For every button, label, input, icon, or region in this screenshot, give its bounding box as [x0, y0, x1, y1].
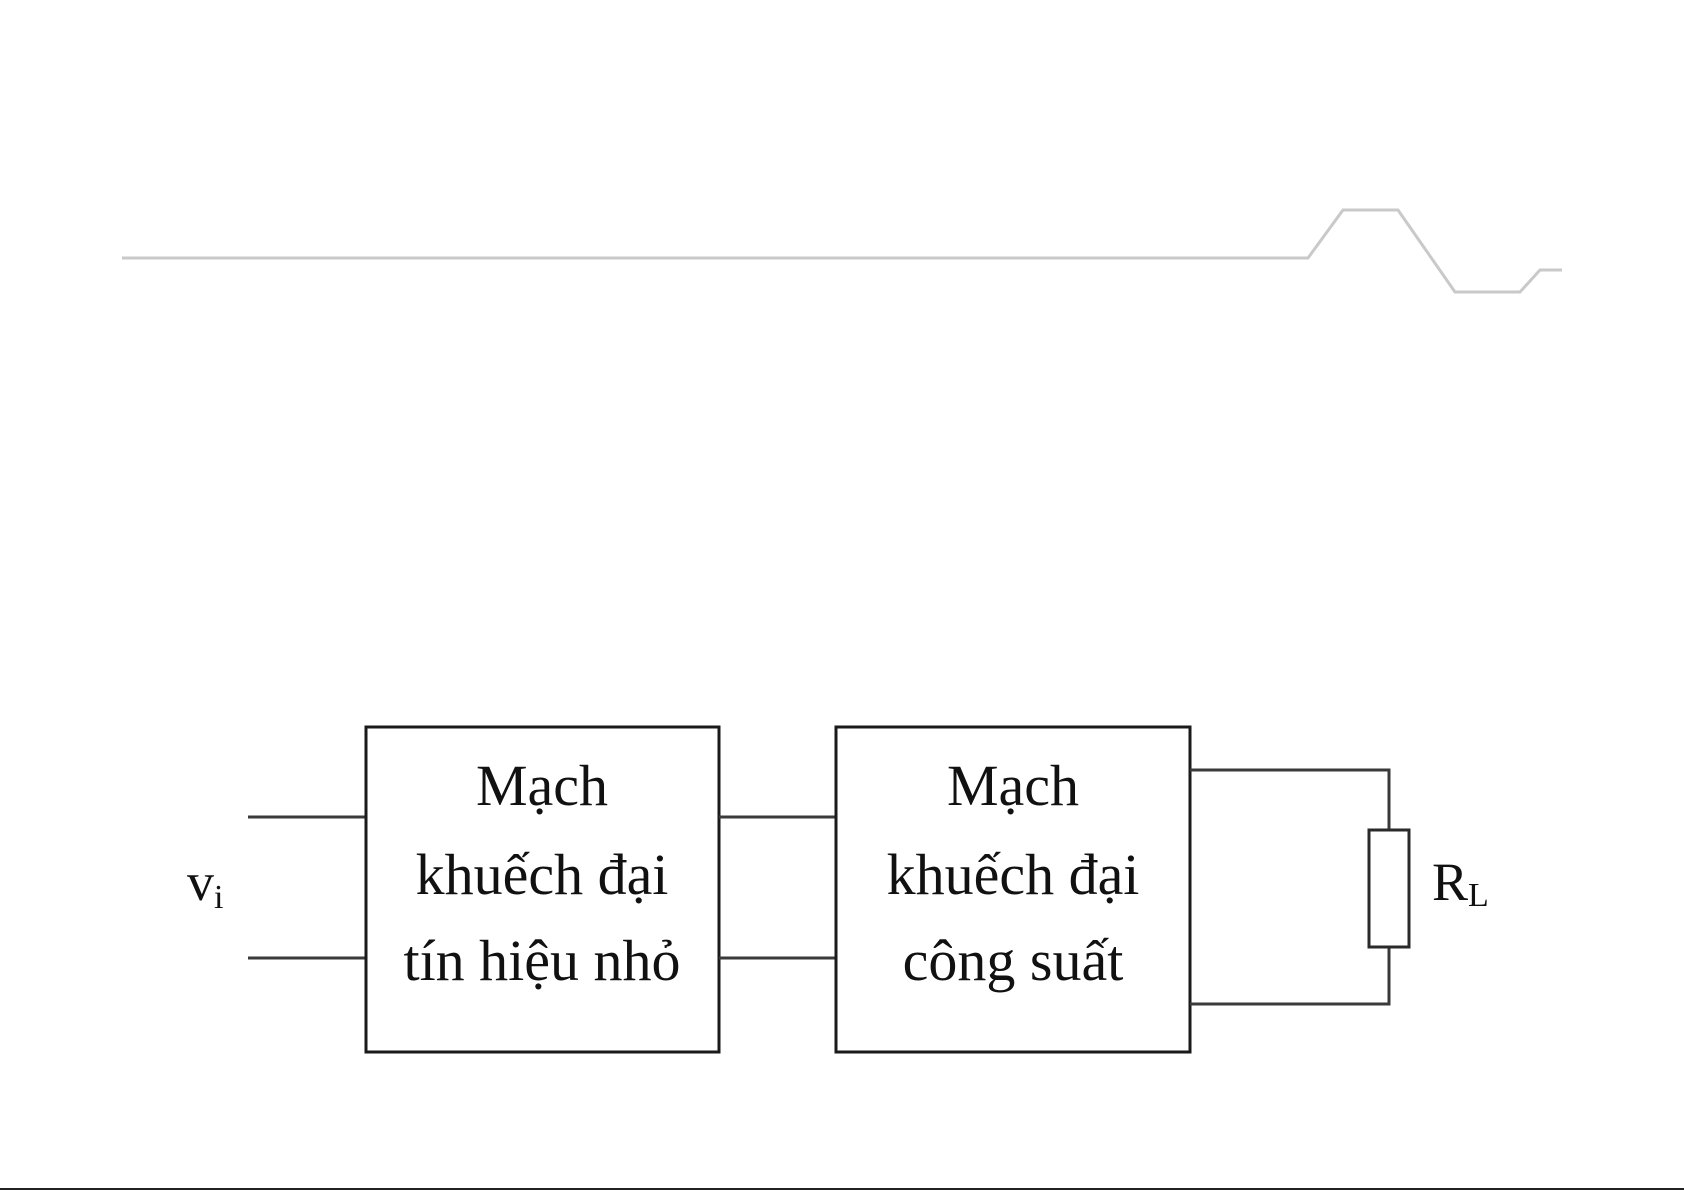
block2-line2: khuếch đại: [887, 842, 1140, 907]
output-wire-bottom: [1190, 947, 1389, 1004]
block2-line3: công suất: [903, 928, 1124, 993]
input-voltage-label: vi: [187, 852, 223, 916]
load-resistor-subscript: L: [1468, 877, 1489, 914]
block2-line1: Mạch: [947, 753, 1079, 818]
block1-line1: Mạch: [476, 753, 608, 818]
load-resistor-label: RL: [1432, 852, 1489, 914]
input-voltage-subscript: i: [214, 879, 223, 916]
load-resistor-symbol: R: [1432, 852, 1468, 912]
output-wire-top: [1190, 770, 1389, 830]
header-pulse-line: [122, 210, 1562, 292]
input-voltage-symbol: v: [187, 852, 214, 912]
load-resistor: [1369, 830, 1409, 947]
block1-line3: tín hiệu nhỏ: [403, 928, 680, 993]
block1-line2: khuếch đại: [416, 842, 669, 907]
